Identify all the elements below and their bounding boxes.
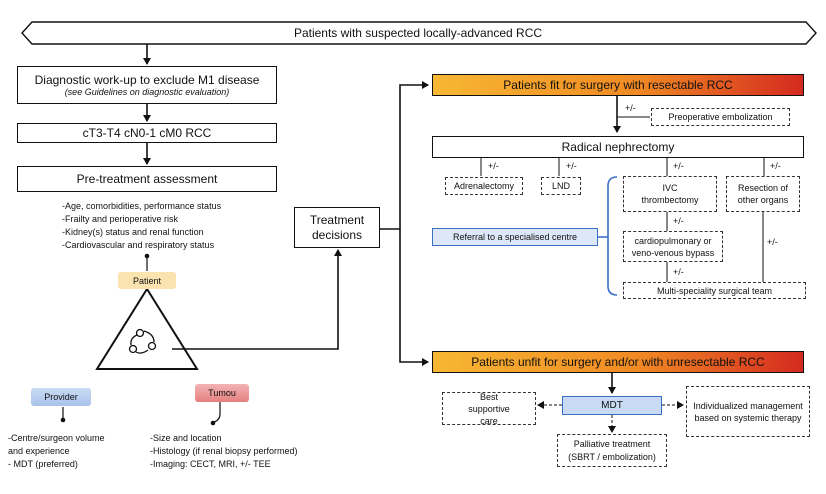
radical-nephrectomy-box: Radical nephrectomy: [432, 136, 804, 158]
preoperative-embolization-box: Preoperative embolization: [651, 108, 790, 126]
unfit-for-surgery-banner: Patients unfit for surgery and/or with u…: [432, 351, 804, 373]
plus-minus-label: +/-: [488, 161, 499, 171]
factors-triangle: [95, 287, 199, 370]
lnd-box: LND: [541, 177, 581, 195]
provider-factors-list: -Centre/surgeon volume and experience - …: [8, 432, 105, 471]
tumour-factor: -Histology (if renal biopsy performed): [150, 446, 298, 456]
patient-factor: -Frailty and perioperative risk: [62, 214, 179, 224]
header-banner: [21, 21, 817, 45]
tumour-badge: Tumou: [195, 384, 249, 402]
plus-minus-label: +/-: [566, 161, 577, 171]
header-title: Patients with suspected locally-advanced…: [293, 26, 543, 40]
patient-factor: -Age, comorbidities, performance status: [62, 201, 222, 211]
palliative-subtitle: (SBRT / embolization): [568, 451, 656, 462]
adrenalectomy-box: Adrenalectomy: [445, 177, 523, 195]
multispeciality-team-box: Multi-speciality surgical team: [623, 282, 806, 299]
referral-specialised-centre-box: Referral to a specialised centre: [432, 228, 598, 246]
treatment-decisions-box: Treatment decisions: [294, 207, 380, 248]
provider-factor: -Centre/surgeon volume: [8, 433, 105, 443]
mdt-box: MDT: [562, 396, 662, 415]
provider-badge: Provider: [31, 388, 91, 406]
bypass-box: cardiopulmonary or veno-venous bypass: [623, 231, 723, 262]
workup-subtitle: (see Guidelines on diagnostic evaluation…: [64, 87, 230, 97]
patient-factors-list: -Age, comorbidities, performance status …: [62, 200, 221, 252]
patient-factor: -Cardiovascular and respiratory status: [62, 240, 215, 250]
tumour-factor: -Size and location: [150, 433, 222, 443]
plus-minus-label: +/-: [770, 161, 781, 171]
best-supportive-care-box: Best supportive care: [442, 392, 536, 426]
individualized-management-box: Individualized management based on syste…: [686, 386, 810, 437]
patient-factor: -Kidney(s) status and renal function: [62, 227, 204, 237]
workup-box: Diagnostic work-up to exclude M1 disease…: [17, 66, 277, 104]
provider-factor: and experience: [8, 446, 70, 456]
cycle-icon: [128, 328, 157, 354]
resection-other-organs-box: Resection of other organs: [726, 176, 800, 212]
palliative-title: Palliative treatment: [573, 438, 651, 449]
plus-minus-label: +/-: [673, 161, 684, 171]
tumour-factor: -Imaging: CECT, MRI, +/- TEE: [150, 459, 271, 469]
tumour-factors-list: -Size and location -Histology (if renal …: [150, 432, 298, 471]
palliative-treatment-box: Palliative treatment (SBRT / embolizatio…: [557, 434, 667, 467]
fit-for-surgery-banner: Patients fit for surgery with resectable…: [432, 74, 804, 96]
pretreatment-box: Pre-treatment assessment: [17, 166, 277, 192]
patient-badge: Patient: [118, 272, 176, 289]
plus-minus-label: +/-: [673, 267, 684, 277]
plus-minus-label: +/-: [767, 237, 778, 247]
provider-factor: - MDT (preferred): [8, 459, 78, 469]
plus-minus-label: +/-: [625, 103, 636, 113]
workup-title: Diagnostic work-up to exclude M1 disease: [34, 73, 260, 87]
stage-box: cT3-T4 cN0-1 cM0 RCC: [17, 123, 277, 143]
ivc-thrombectomy-box: IVC thrombectomy: [623, 176, 717, 212]
plus-minus-label: +/-: [673, 216, 684, 226]
